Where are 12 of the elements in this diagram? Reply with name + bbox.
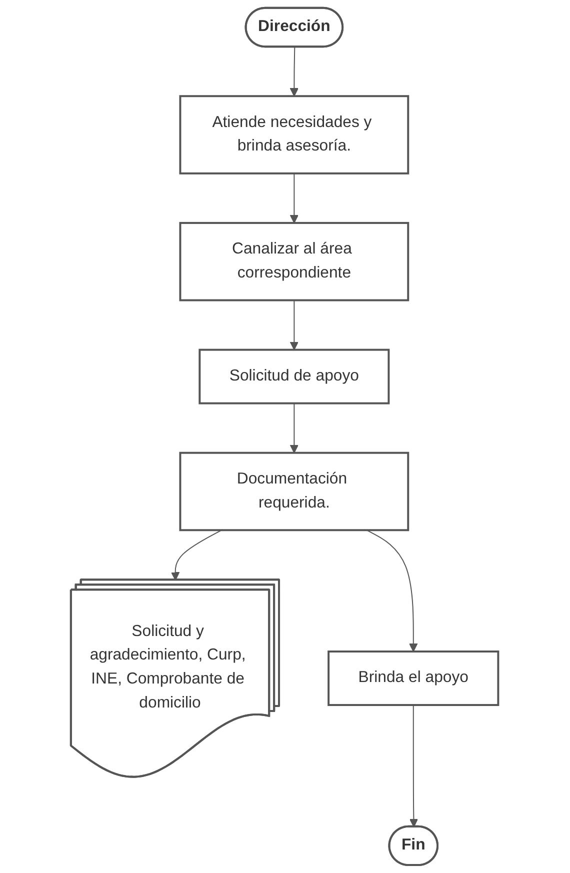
arrow: [366, 530, 418, 652]
arrow: [290, 300, 299, 350]
arrow: [410, 704, 419, 828]
arrow: [290, 46, 299, 97]
node-box: Canalizar al área correspondiente: [180, 222, 410, 302]
arrow: [290, 172, 299, 224]
node-box: Solicitud de apoyo: [199, 348, 390, 404]
node-box: Atiende necesidades y brinda asesoría.: [180, 95, 410, 174]
node-box: Brinda el apoyo: [328, 650, 500, 706]
node-box: Documentación requerida.: [180, 452, 410, 532]
arrow: [171, 530, 222, 581]
arrow: [290, 402, 299, 454]
